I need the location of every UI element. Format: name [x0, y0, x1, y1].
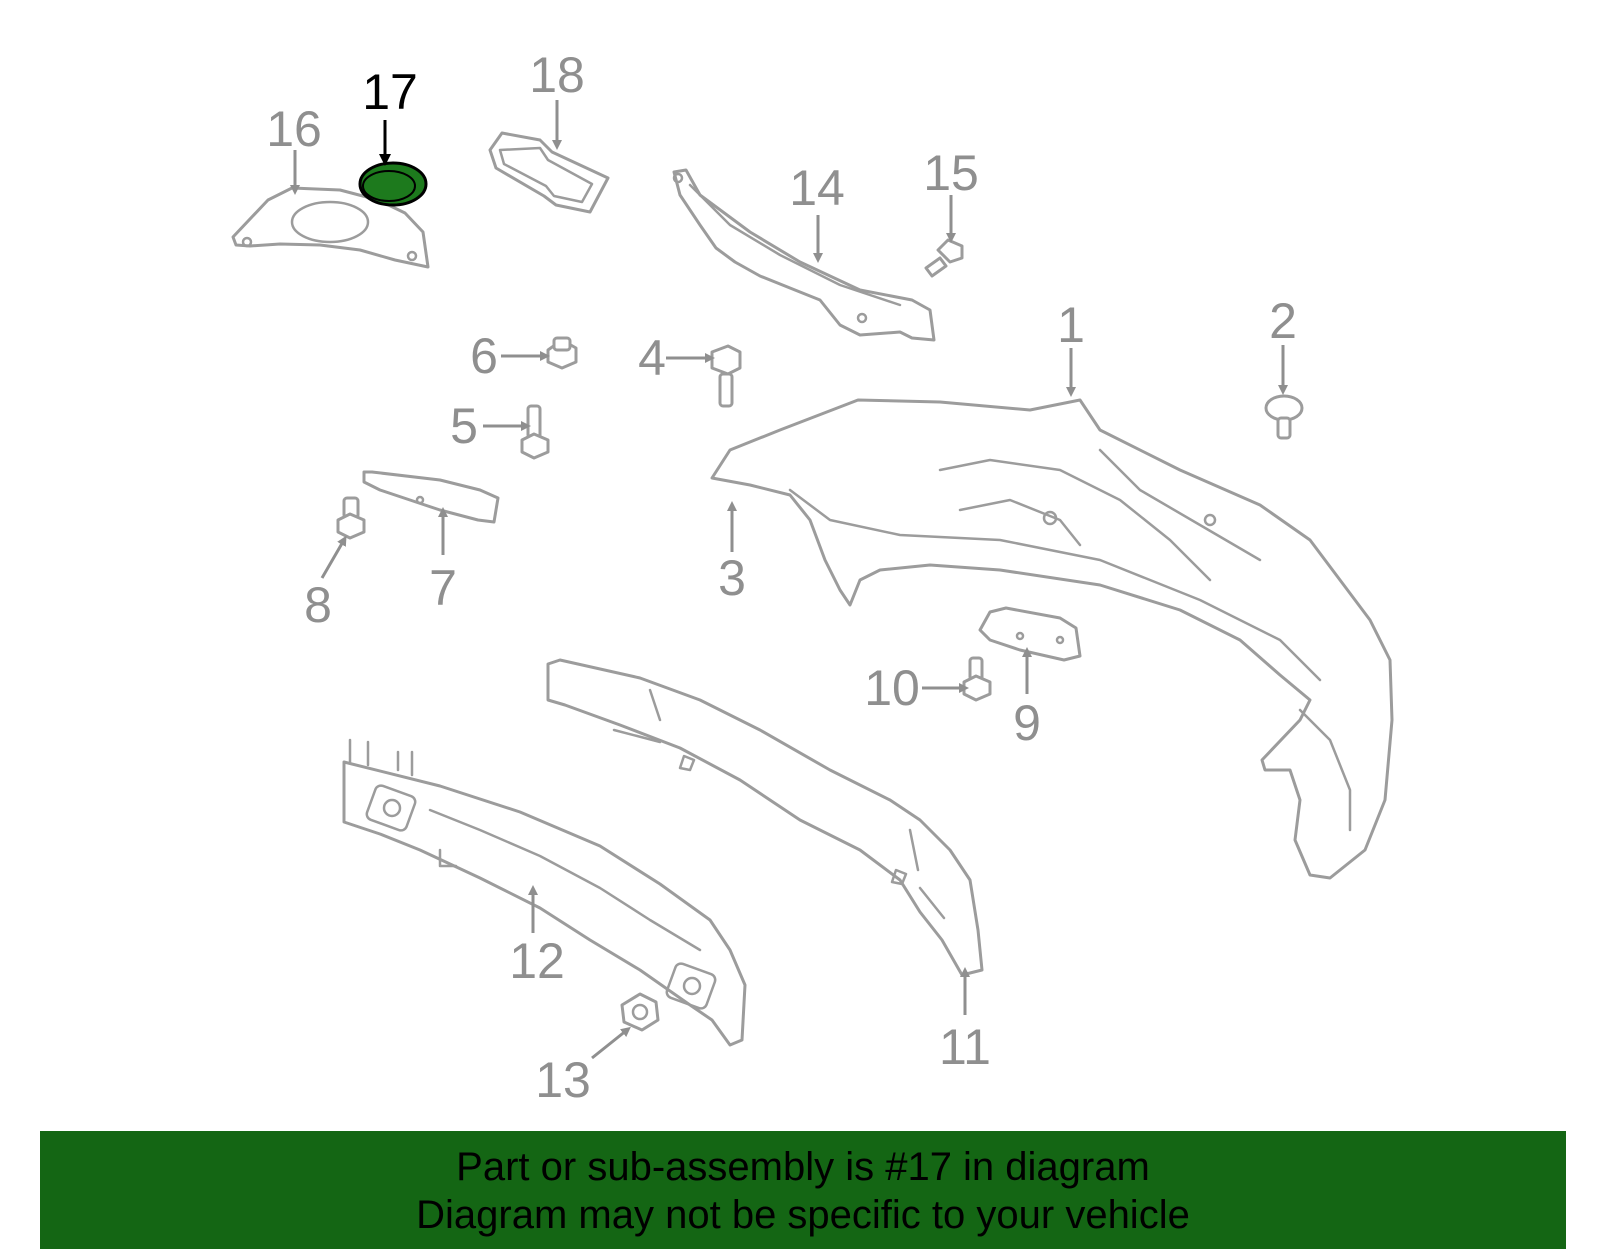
callout-18: 18 — [529, 47, 585, 103]
callout-12: 12 — [509, 933, 565, 989]
leader-8 — [320, 535, 347, 579]
part-14-bracket[interactable] — [672, 168, 936, 342]
footer-banner: Part or sub-assembly is #17 in diagram D… — [40, 1131, 1566, 1249]
callout-labels: 1 2 3 4 5 6 7 8 9 10 11 12 13 14 15 16 1… — [266, 47, 1297, 1108]
callout-17: 17 — [362, 64, 418, 120]
callout-7: 7 — [429, 560, 457, 616]
callout-10: 10 — [864, 660, 920, 716]
callout-6: 6 — [470, 328, 498, 384]
callout-9: 9 — [1013, 695, 1041, 751]
leader-13 — [591, 1026, 631, 1060]
callout-14: 14 — [789, 160, 845, 216]
part-18-emblem[interactable] — [488, 131, 610, 214]
part-11-absorber[interactable] — [546, 658, 984, 977]
part-5-bolt[interactable] — [520, 404, 550, 460]
part-6-nut[interactable] — [546, 336, 578, 370]
footer-line-2: Diagram may not be specific to your vehi… — [416, 1193, 1190, 1237]
callout-15: 15 — [923, 145, 979, 201]
callout-1: 1 — [1057, 297, 1085, 353]
callout-11: 11 — [939, 1019, 991, 1075]
callout-13: 13 — [535, 1052, 591, 1108]
part-12-beam[interactable] — [342, 738, 747, 1047]
part-13-nut[interactable] — [620, 992, 660, 1032]
callout-16: 16 — [266, 101, 322, 157]
leader-lines — [290, 100, 1288, 1060]
part-4-bolt[interactable] — [710, 344, 742, 408]
part-8-bolt[interactable] — [336, 496, 366, 540]
callout-4: 4 — [638, 330, 666, 386]
callout-2: 2 — [1269, 293, 1297, 349]
callout-8: 8 — [304, 577, 332, 633]
part-15-screw[interactable] — [924, 238, 964, 278]
part-7-bracket[interactable] — [362, 470, 500, 524]
part-9-bracket[interactable] — [978, 606, 1082, 662]
part-17-plug[interactable] — [358, 161, 428, 207]
part-1-bumper-cover[interactable] — [710, 398, 1394, 880]
footer-line-1: Part or sub-assembly is #17 in diagram — [456, 1145, 1150, 1189]
part-10-bolt[interactable] — [962, 656, 992, 702]
part-16-bezel[interactable] — [231, 186, 430, 269]
callout-3: 3 — [718, 550, 746, 606]
callout-5: 5 — [450, 398, 478, 454]
part-2-clip[interactable] — [1264, 394, 1304, 440]
